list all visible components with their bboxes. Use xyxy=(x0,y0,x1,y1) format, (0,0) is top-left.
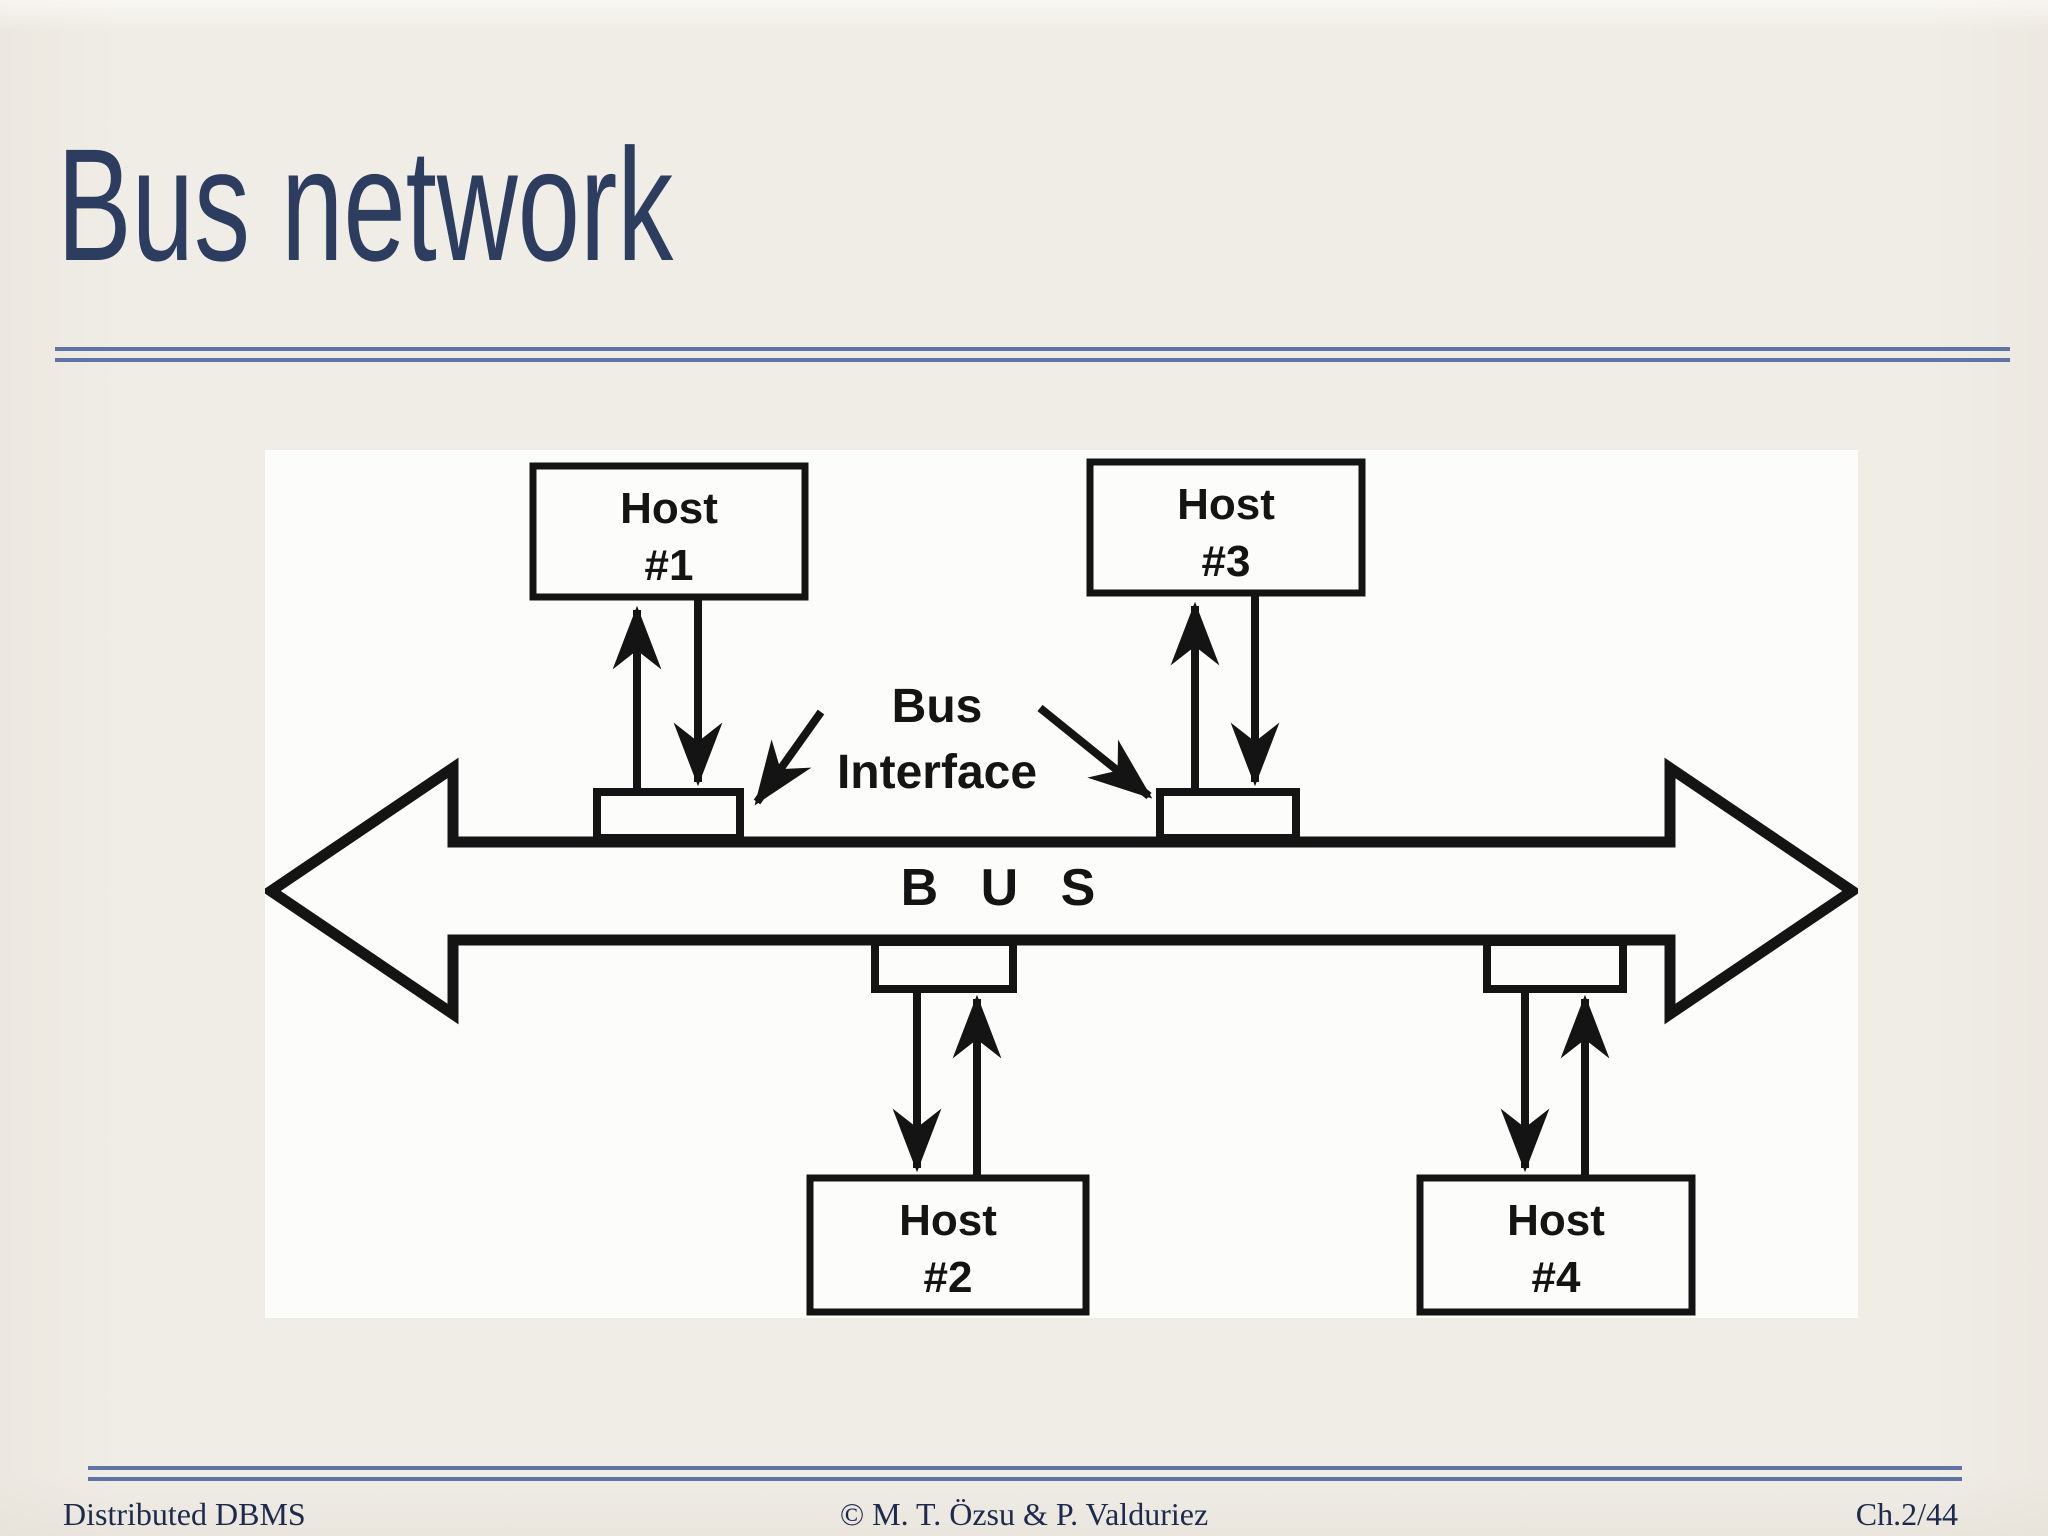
host-2-box xyxy=(806,1174,1090,1316)
bus-interface-box-host2 xyxy=(871,938,1017,993)
bus-network-diagram: B U S Host #1 Host #3 Host #2 xyxy=(265,450,1858,1318)
host-1-label-line1: Host xyxy=(620,484,718,533)
host-1-label-line2: #1 xyxy=(645,541,694,590)
bus-interface-box-host1 xyxy=(593,788,744,842)
footer-course-name: Distributed DBMS xyxy=(63,1496,306,1532)
host-2-label-line2: #2 xyxy=(924,1253,973,1302)
bus-label: B U S xyxy=(901,859,1110,917)
host-4-label-line2: #4 xyxy=(1532,1253,1581,1302)
host-3-box xyxy=(1086,458,1366,597)
footer-page-number: Ch.2/44 xyxy=(1855,1496,1958,1532)
bus-interface-label-line1: Bus xyxy=(892,680,983,733)
host-2-node: Host #2 xyxy=(806,989,1090,1316)
bus-interface-callout: Bus Interface xyxy=(753,680,1153,806)
host-3-label-line2: #3 xyxy=(1202,537,1251,586)
host-4-box xyxy=(1416,1174,1696,1316)
bus-interface-pointer-right-arrow xyxy=(1037,704,1153,800)
page-title: Bus network xyxy=(57,115,674,294)
bus-arrow xyxy=(265,757,1858,1025)
bus-interface-label-line2: Interface xyxy=(837,746,1037,799)
bus-interface-box-host4 xyxy=(1483,938,1627,993)
bus-network-diagram-canvas: B U S Host #1 Host #3 Host #2 xyxy=(265,458,1858,1316)
host-4-label-line1: Host xyxy=(1507,1196,1605,1245)
host-4-node: Host #4 xyxy=(1416,989,1696,1316)
bus-interface-box-host3 xyxy=(1156,788,1300,842)
host-2-label-line1: Host xyxy=(899,1196,997,1245)
footer-divider xyxy=(88,1466,1962,1481)
host-1-node: Host #1 xyxy=(529,462,809,795)
title-divider xyxy=(55,347,2010,362)
footer-copyright: © M. T. Özsu & P. Valduriez xyxy=(839,1496,1209,1532)
host-3-node: Host #3 xyxy=(1086,458,1366,795)
host-1-box xyxy=(529,462,809,601)
host-3-label-line1: Host xyxy=(1177,480,1275,529)
bus-interface-pointer-left-arrow xyxy=(753,709,825,806)
